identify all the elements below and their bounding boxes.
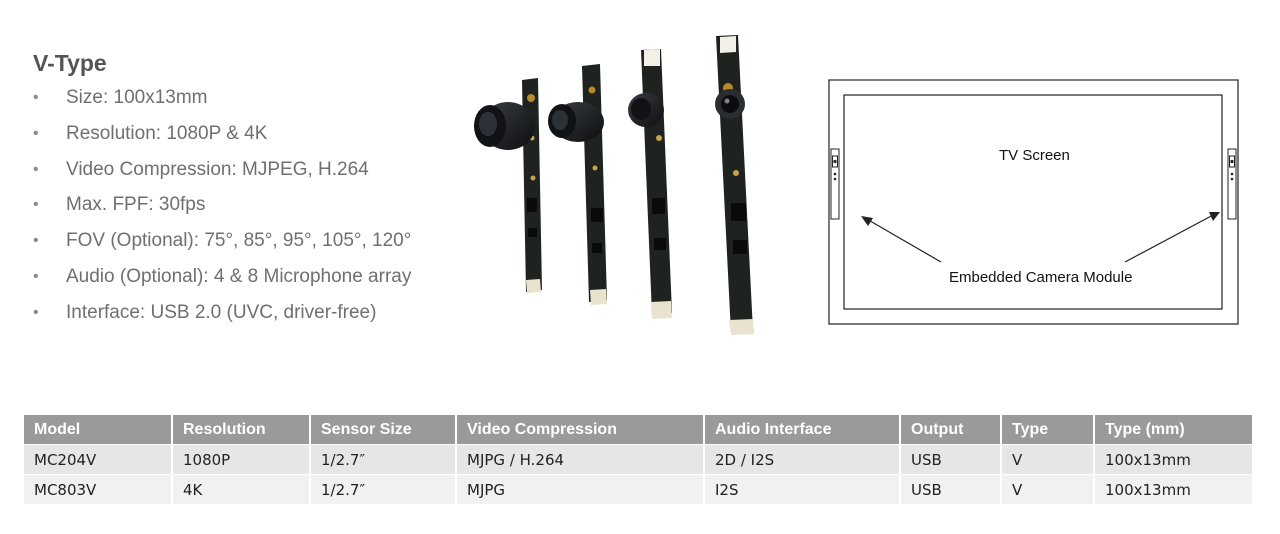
spec-item-fov: • FOV (Optional): 75°, 85°, 95°, 105°, 1…	[33, 227, 411, 263]
spec-title: V-Type	[33, 50, 107, 76]
model-spec-table: Model Resolution Sensor Size Video Compr…	[24, 415, 1252, 504]
cell-video-compression: MJPG / H.264	[457, 444, 705, 474]
cell-model: MC204V	[24, 444, 173, 474]
left-arrow-icon	[861, 216, 942, 263]
cell-type: V	[1002, 444, 1095, 474]
cell-resolution: 1080P	[173, 444, 311, 474]
cell-output: USB	[901, 444, 1002, 474]
cell-sensor-size: 1/2.7″	[311, 474, 457, 504]
column-header-output: Output	[901, 415, 1002, 444]
tv-outline	[828, 79, 1239, 325]
camera-module-1	[474, 78, 542, 293]
cell-type-mm: 100x13mm	[1095, 444, 1252, 474]
tv-diagram: TV Screen Embedded Camera Module	[825, 76, 1243, 328]
spec-item-compression: • Video Compression: MJPEG, H.264	[33, 156, 411, 192]
spec-item-resolution: • Resolution: 1080P & 4K	[33, 120, 411, 156]
column-header-video-compression: Video Compression	[457, 415, 705, 444]
cell-audio-interface: I2S	[705, 474, 901, 504]
bullet-icon: •	[33, 196, 39, 214]
spec-item-label: Audio (Optional): 4 & 8 Microphone array	[66, 265, 412, 287]
cell-model: MC803V	[24, 474, 173, 504]
bullet-icon: •	[33, 89, 39, 106]
cell-output: USB	[901, 474, 1002, 504]
spec-item-label: Max. FPF: 30fps	[66, 194, 206, 216]
column-header-audio-interface: Audio Interface	[705, 415, 901, 444]
table-row: MC803V 4K 1/2.7″ MJPG I2S USB V 100x13mm	[24, 474, 1252, 504]
right-arrow-icon	[1124, 212, 1220, 263]
cell-type-mm: 100x13mm	[1095, 474, 1252, 504]
cell-type: V	[1002, 474, 1095, 504]
table-row: MC204V 1080P 1/2.7″ MJPG / H.264 2D / I2…	[24, 444, 1252, 474]
column-header-model: Model	[24, 415, 173, 444]
bullet-icon: •	[33, 232, 39, 250]
table-header-row: Model Resolution Sensor Size Video Compr…	[24, 415, 1252, 444]
bullet-icon: •	[33, 160, 39, 178]
camera-module-3	[628, 49, 672, 319]
embedded-module-label: Embedded Camera Module	[949, 269, 1133, 286]
spec-item-label: Size: 100x13mm	[66, 87, 208, 108]
bullet-icon: •	[33, 124, 39, 142]
spec-item-label: FOV (Optional): 75°, 85°, 95°, 105°, 120…	[66, 230, 412, 252]
bullet-icon: •	[33, 303, 39, 321]
cell-sensor-size: 1/2.7″	[311, 444, 457, 474]
column-header-type: Type	[1002, 415, 1095, 444]
camera-module-4	[715, 35, 754, 335]
left-camera-module-icon	[830, 148, 840, 220]
cell-audio-interface: 2D / I2S	[705, 444, 901, 474]
spec-list: • Size: 100x13mm • Resolution: 1080P & 4…	[33, 84, 411, 335]
spec-item-label: Video Compression: MJPEG, H.264	[66, 158, 369, 180]
cell-resolution: 4K	[173, 474, 311, 504]
bullet-icon: •	[33, 267, 39, 285]
camera-modules-photo	[474, 35, 754, 335]
column-header-sensor-size: Sensor Size	[311, 415, 457, 444]
camera-module-2	[548, 64, 607, 305]
spec-item-size: • Size: 100x13mm	[33, 84, 411, 120]
column-header-type-mm: Type (mm)	[1095, 415, 1252, 444]
spec-item-interface: • Interface: USB 2.0 (UVC, driver-free)	[33, 299, 411, 335]
column-header-resolution: Resolution	[173, 415, 311, 444]
right-camera-module-icon	[1227, 148, 1237, 220]
spec-item-audio: • Audio (Optional): 4 & 8 Microphone arr…	[33, 263, 411, 299]
tv-screen-label: TV Screen	[999, 147, 1070, 164]
cell-video-compression: MJPG	[457, 474, 705, 504]
spec-item-framerate: • Max. FPF: 30fps	[33, 191, 411, 227]
spec-item-label: Interface: USB 2.0 (UVC, driver-free)	[66, 301, 377, 323]
spec-item-label: Resolution: 1080P & 4K	[66, 122, 268, 144]
